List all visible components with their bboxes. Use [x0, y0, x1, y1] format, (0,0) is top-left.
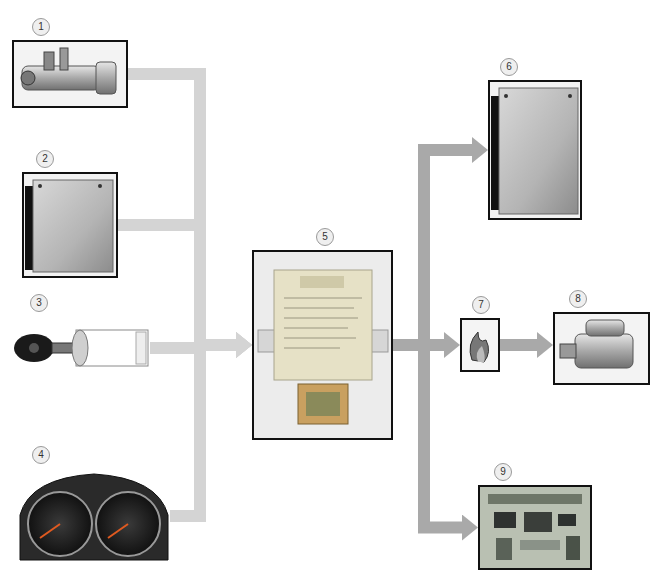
callout-number: 4: [32, 446, 50, 464]
engine-control-unit-picture: [480, 487, 590, 568]
signal-arrow: [118, 225, 236, 345]
starter-motor-picture: [555, 314, 648, 383]
callout-number: 9: [494, 463, 512, 481]
picture-frame: 1: [12, 40, 128, 108]
control-unit-picture: [24, 174, 116, 276]
callout-number: 8: [569, 290, 587, 308]
picture-frame: 4: [18, 470, 170, 562]
signal-arrow: [393, 150, 472, 345]
picture-frame: 8: [553, 312, 650, 385]
key-reader-picture: [14, 330, 148, 366]
picture-frame: 7: [460, 318, 500, 372]
picture-frame: 2: [22, 172, 118, 278]
picture-frame: 9: [478, 485, 592, 570]
callout-number: 6: [500, 58, 518, 76]
callout-number: 2: [36, 150, 54, 168]
immobilizer-module-picture: [254, 252, 391, 438]
picture-frame: 6: [488, 80, 582, 220]
callout-number: 5: [316, 228, 334, 246]
relay-icon-picture: [462, 320, 498, 370]
callout-number: 1: [32, 18, 50, 36]
control-unit-picture: [490, 82, 580, 218]
callout-number: 7: [472, 296, 490, 314]
picture-frame: 5: [252, 250, 393, 440]
signal-arrow: [393, 345, 462, 528]
ignition-lock-picture: [14, 42, 126, 106]
signal-arrow: [170, 345, 236, 516]
signal-arrow: [128, 74, 236, 345]
callout-number: 3: [30, 294, 48, 312]
picture-frame: 3: [12, 318, 150, 378]
signal-arrow: [500, 339, 537, 351]
instrument-cluster-picture: [20, 474, 168, 560]
